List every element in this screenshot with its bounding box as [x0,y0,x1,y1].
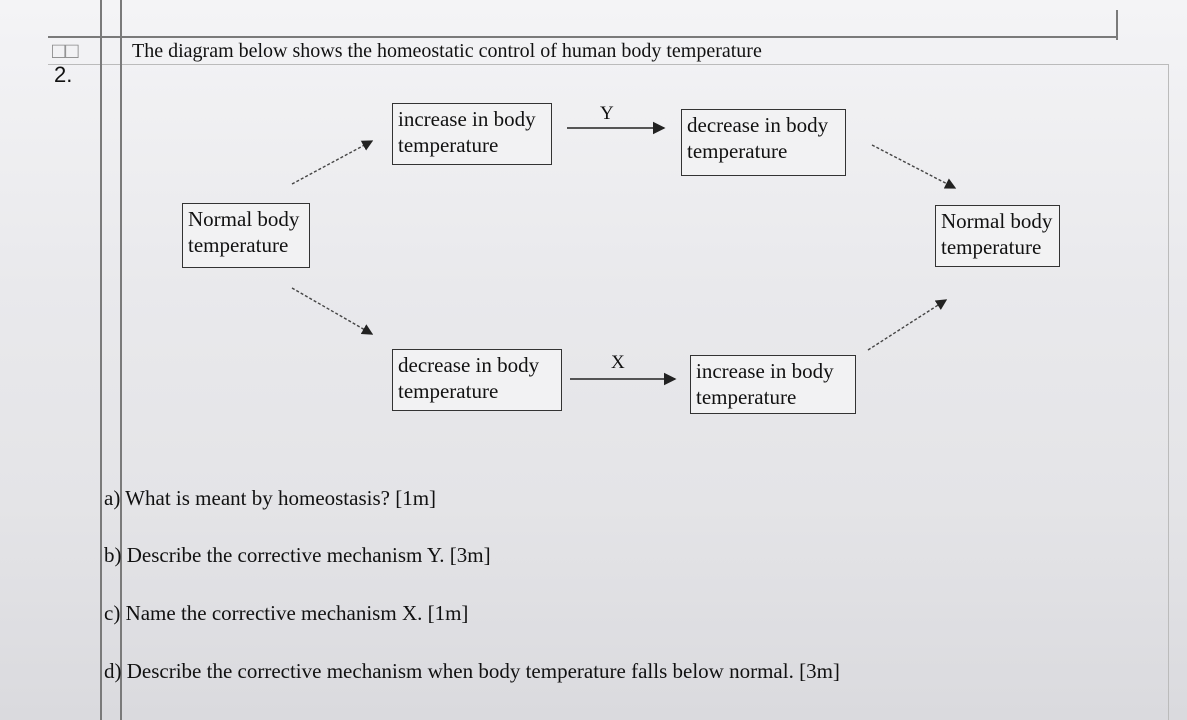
question-c: c) Name the corrective mechanism X. [1m] [104,601,469,625]
question-d: d) Describe the corrective mechanism whe… [104,659,840,683]
mechanism-label-x: X [611,352,625,373]
arrow-decrease-to-normal [871,144,957,189]
box-line-1: Normal body [188,207,300,231]
normal-temp-box-right: Normal body temperature [935,205,1060,267]
intro-text: The diagram below shows the homeostatic … [132,40,762,62]
column-rule-right-lower [1168,64,1169,720]
mechanism-label-y: Y [600,103,614,124]
box-line-2: temperature [941,235,1042,259]
question-number: 2. [54,62,73,87]
column-rule-right [1116,10,1118,40]
header-cell-glyph: □□ [52,38,79,63]
box-line-2: temperature [188,233,289,257]
arrow-normal-to-decrease [291,287,374,335]
question-a: a) What is meant by homeostasis? [1m] [104,486,437,510]
question-b: b) Describe the corrective mechanism Y. … [104,543,491,567]
decrease-temp-box-top: decrease in body temperature [681,109,846,176]
box-line-2: temperature [687,139,788,163]
decrease-temp-box-bottom: decrease in body temperature [392,349,562,411]
table-top-rule [48,36,1118,38]
arrow-increase-to-normal [867,299,948,351]
box-line-1: increase in body [696,359,834,383]
box-line-1: decrease in body [687,113,829,137]
box-line-2: temperature [398,133,499,157]
column-rule-left [100,0,102,720]
box-line-1: decrease in body [398,353,540,377]
column-rule-inner [120,0,122,720]
increase-temp-box-top: increase in body temperature [392,103,552,165]
box-line-1: increase in body [398,107,536,131]
increase-temp-box-bottom: increase in body temperature [690,355,856,414]
arrow-normal-to-increase [291,140,374,185]
row-divider [48,64,1168,65]
box-line-1: Normal body [941,209,1053,233]
box-line-2: temperature [398,379,499,403]
normal-temp-box-left: Normal body temperature [182,203,310,268]
box-line-2: temperature [696,385,797,409]
